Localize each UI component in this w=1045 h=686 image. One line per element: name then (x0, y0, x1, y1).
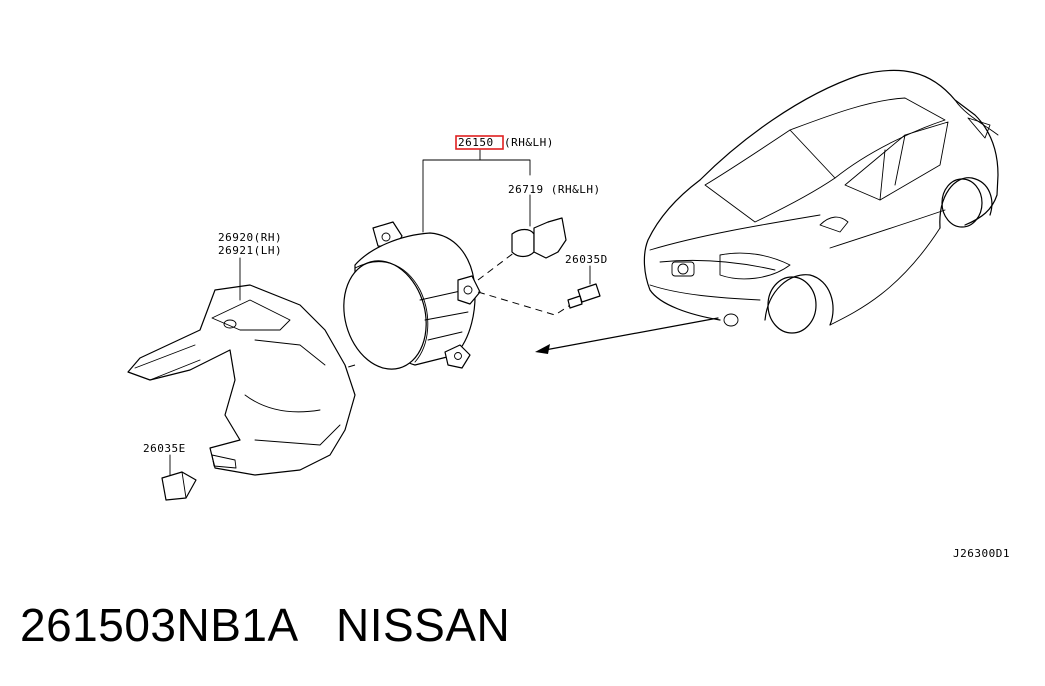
label-bracket-rh: 26920(RH) (218, 231, 282, 244)
fog-lamp-assembly (343, 221, 481, 370)
label-screw: 26035D (565, 253, 608, 266)
part-caption: 261503NB1A NISSAN (20, 598, 510, 652)
screw-assembly-line (477, 291, 579, 316)
label-lamp-side: (RH&LH) (504, 136, 554, 149)
label-bulb: 26719 (RH&LH) (508, 183, 601, 196)
bulb-part (511, 217, 567, 259)
brand-name: NISSAN (335, 599, 511, 651)
bracket-part (127, 284, 356, 476)
label-lamp-number: 26150 (458, 136, 494, 149)
clip-part (161, 471, 197, 501)
leader-lines (169, 149, 591, 476)
screw-part (567, 283, 601, 309)
label-clip: 26035E (143, 442, 186, 455)
diagram-code: J26300D1 (953, 547, 1010, 560)
label-bracket-lh: 26921(LH) (218, 244, 282, 257)
bulb-assembly-line (477, 251, 516, 281)
car-illustration (643, 69, 999, 334)
location-arrow (535, 317, 719, 354)
part-number: 261503NB1A (20, 599, 297, 651)
highlighted-part-box (455, 135, 504, 150)
